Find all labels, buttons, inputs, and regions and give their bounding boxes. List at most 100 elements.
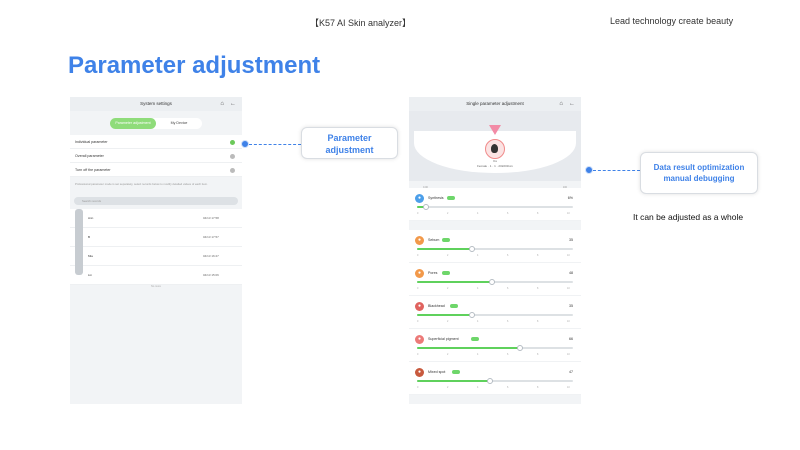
parameter-icon: ● <box>415 302 424 311</box>
page-title: Parameter adjustment <box>68 52 321 79</box>
parameter-slider[interactable] <box>417 312 573 318</box>
home-icon[interactable]: ⌂ <box>220 101 224 107</box>
scale-tick-label: 2 <box>447 353 449 356</box>
single-parameter-screen: Single parameter adjustment ⌂ ← Mia Femal… <box>409 97 581 404</box>
radio-selected-icon[interactable] <box>230 139 235 145</box>
profile-id: Female · 1 · 1 · 202203xxx <box>477 164 513 168</box>
slider-handle[interactable] <box>487 378 494 384</box>
scale-tick-label: 0 <box>417 212 419 215</box>
scale-tick-label: 0 <box>417 254 419 257</box>
tab-my-device[interactable]: My Device <box>170 121 188 125</box>
screen-title: System settings <box>140 101 172 106</box>
scale-tick-label: 0 <box>417 386 419 389</box>
screen-header: Single parameter adjustment ⌂ ← <box>409 97 581 111</box>
slider-handle[interactable] <box>423 204 430 210</box>
back-arrow-icon[interactable]: ← <box>230 101 236 107</box>
callout-data-result: Data result optimization manual debuggin… <box>640 152 758 194</box>
scale-tick-label: 10 <box>567 386 570 389</box>
status-badge <box>441 238 450 242</box>
mode-description: Professional parameter mode is set separ… <box>75 182 208 186</box>
scale-tick-label: 4 <box>477 320 479 323</box>
tab-parameter-adjustment[interactable]: Parameter adjustment <box>110 118 156 129</box>
option-turn-off-parameter[interactable]: Turn off the parameter <box>70 163 242 177</box>
slider-handle[interactable] <box>516 345 523 351</box>
parameter-icon: ● <box>415 236 424 245</box>
parameter-slider[interactable] <box>417 279 573 285</box>
parameter-icon: ● <box>415 335 424 344</box>
scale-tick-label: 10 <box>567 353 570 356</box>
slider-fill <box>417 206 427 208</box>
connector-line <box>593 170 640 171</box>
avatar <box>485 139 505 159</box>
parameter-mode-list: Individual parameter Overall parameter T… <box>70 135 242 177</box>
scale-tick-label: 4 <box>477 287 479 290</box>
system-settings-screen: System settings ⌂ ← Parameter adjustment … <box>70 97 242 404</box>
slogan: Lead technology create beauty <box>610 16 734 26</box>
slider-handle[interactable] <box>468 246 475 252</box>
scale-tick-label: 10 <box>567 287 570 290</box>
parameter-slider[interactable] <box>417 345 573 351</box>
record-thumbnail-strip <box>75 209 83 275</box>
back-arrow-icon[interactable]: ← <box>569 101 575 107</box>
slider-fill <box>417 248 472 250</box>
scale-tick-label: 2 <box>447 386 449 389</box>
screen-header: System settings ⌂ ← <box>70 97 242 111</box>
search-input[interactable]: Search records <box>74 197 238 205</box>
screen-title: Single parameter adjustment <box>466 101 524 106</box>
scale-tick-label: 4 <box>477 212 479 215</box>
status-badge <box>449 304 458 308</box>
scale-tick-label: 0 <box>417 320 419 323</box>
parameter-slider[interactable] <box>417 378 573 384</box>
home-icon[interactable]: ⌂ <box>559 101 563 107</box>
scale-tick-label: 6 <box>507 353 509 356</box>
option-individual-parameter[interactable]: Individual parameter <box>70 135 242 149</box>
synthesis-slider[interactable] <box>417 204 573 210</box>
slider-fill <box>417 314 472 316</box>
slider-handle[interactable] <box>488 279 495 285</box>
scale-tick-label: 8 <box>537 254 539 257</box>
scale-tick-label: 6 <box>507 287 509 290</box>
scale-tick-label: 6 <box>507 254 509 257</box>
status-badge <box>447 196 455 200</box>
callout-parameter-adjustment: Parameter adjustment <box>301 127 398 159</box>
profile-name: Mia <box>492 160 498 163</box>
scale-tick-label: 8 <box>537 386 539 389</box>
scale-tick-label: 4 <box>477 386 479 389</box>
product-title: 【K57 AI Skin analyzer】 <box>310 18 412 28</box>
scale-tick-label: 6 <box>507 212 509 215</box>
scale-tick-label: 10 <box>567 320 570 323</box>
scale-tick-label: 6 <box>507 386 509 389</box>
scale-tick-label: 2 <box>447 287 449 290</box>
scale-tick-label: 0 <box>417 353 419 356</box>
slider-fill <box>417 281 492 283</box>
parameter-icon: ● <box>415 269 424 278</box>
connector-dot <box>241 140 249 148</box>
settings-tabs: Parameter adjustment My Device <box>110 118 202 129</box>
parameter-icon: ● <box>415 368 424 377</box>
option-overall-parameter[interactable]: Overall parameter <box>70 149 242 163</box>
scale-tick-label: 2 <box>447 212 449 215</box>
scale-tick-label: 4 <box>477 254 479 257</box>
scale-tick-label: 10 <box>567 212 570 215</box>
ribbon-icon <box>489 125 501 135</box>
radio-icon[interactable] <box>230 153 235 159</box>
slider-fill <box>417 347 520 349</box>
slider-handle[interactable] <box>468 312 475 318</box>
droplet-icon: ● <box>415 194 424 203</box>
slider-fill <box>417 380 491 382</box>
radio-icon[interactable] <box>230 167 235 173</box>
parameter-slider[interactable] <box>417 246 573 252</box>
status-badge <box>441 271 450 275</box>
scale-tick-label: 8 <box>537 320 539 323</box>
